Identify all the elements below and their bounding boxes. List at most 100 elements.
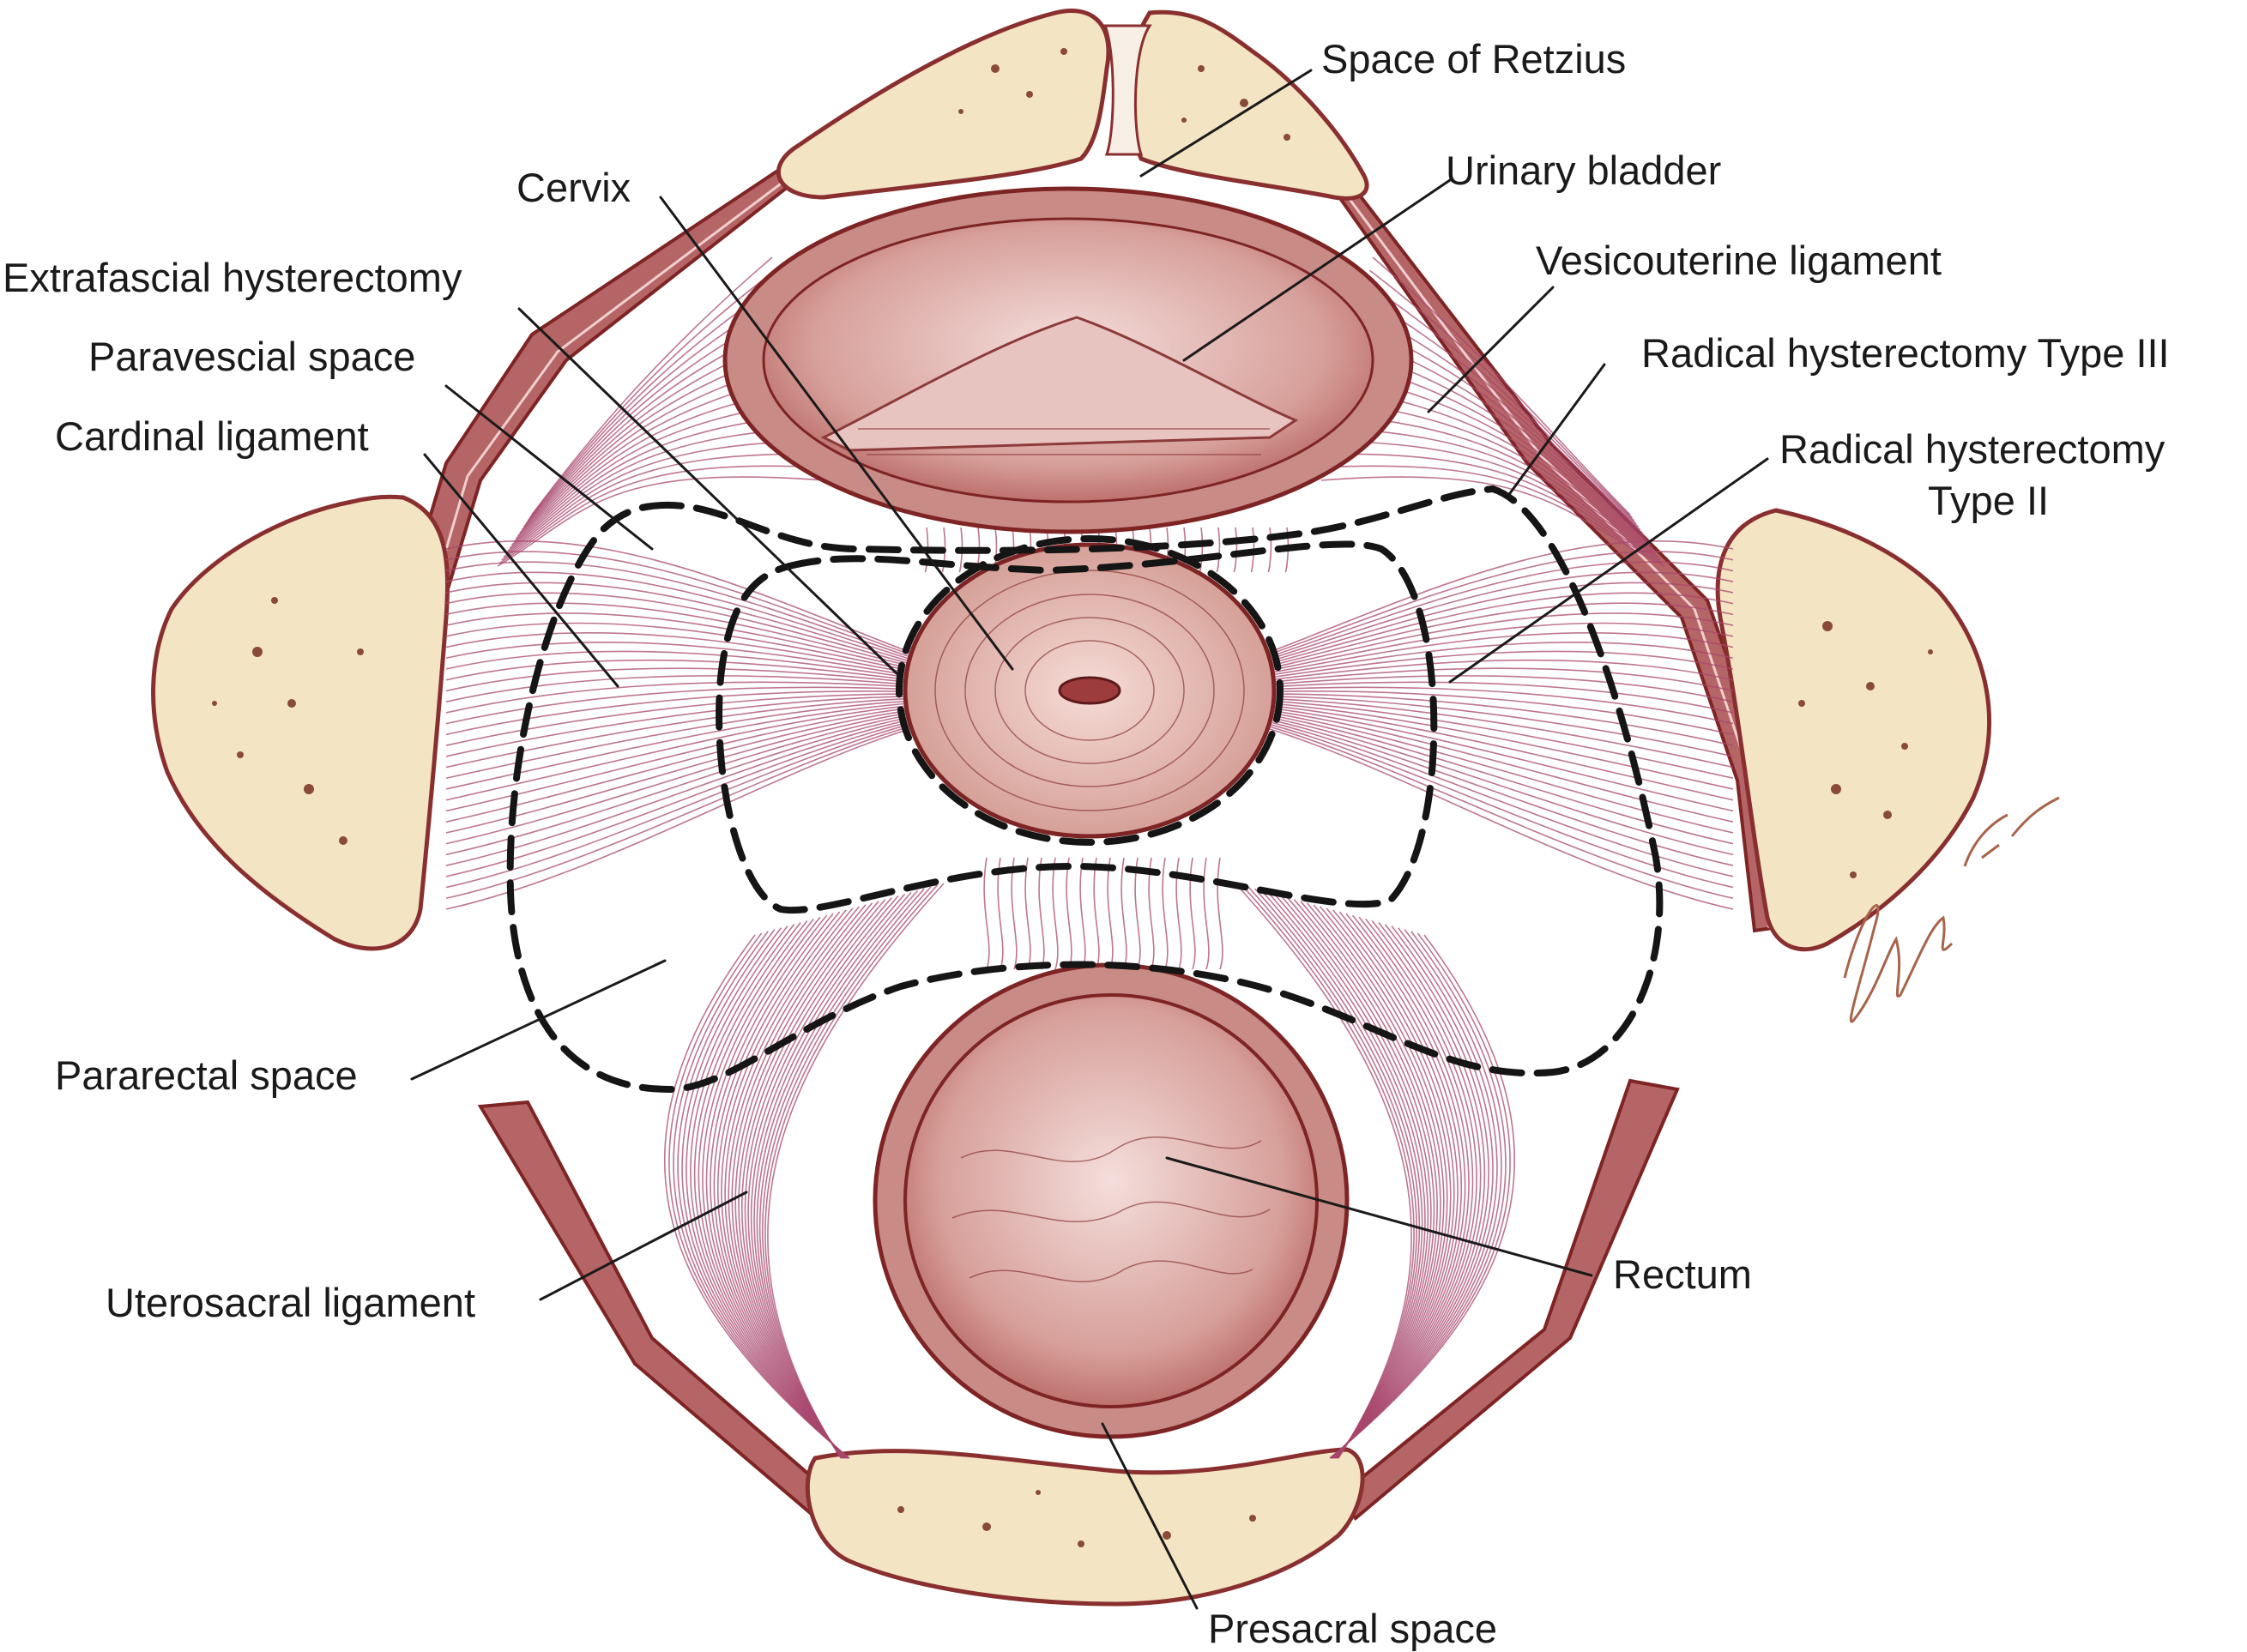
ligament-fiber	[445, 592, 910, 665]
ligament-fiber	[1269, 561, 1734, 658]
ligament-fiber	[1332, 919, 1482, 1459]
ligament-fiber	[1332, 914, 1470, 1459]
label-radical-type-ii-line2: Type II	[1928, 478, 2049, 523]
ligament-fiber	[1269, 612, 1734, 669]
ligament-fiber	[445, 696, 910, 757]
leader-space-of-retzius	[1139, 69, 1313, 178]
ligament-fiber	[445, 686, 910, 725]
ligament-fiber	[731, 904, 867, 1459]
ligament-fiber	[1269, 690, 1734, 736]
ligament-fiber	[1368, 269, 1633, 519]
ligament-fiber	[1269, 686, 1734, 725]
ligament-fiber	[501, 453, 818, 561]
ligament-fiber	[1306, 902, 1445, 1459]
ligament-fiber	[1269, 551, 1734, 655]
ligament-fiber	[1093, 857, 1100, 970]
ligament-fiber	[445, 704, 910, 801]
ligament-fiber	[1269, 622, 1734, 672]
extrafascial-boundary	[896, 535, 1284, 846]
label-rectum: Rectum	[1613, 1251, 1752, 1297]
ligament-fiber	[1269, 714, 1734, 845]
label-radical-type-ii-line1: Radical hysterectomy	[1779, 426, 2165, 472]
ligament-fiber	[1330, 440, 1659, 558]
ligament-fibers	[445, 256, 1734, 1459]
leader-extrafascial	[517, 307, 898, 675]
ligament-fiber	[673, 931, 849, 1459]
ligament-fiber	[509, 401, 806, 549]
leader-lines	[410, 69, 1769, 1610]
ligament-fiber	[445, 693, 910, 746]
ligament-fiber	[1330, 929, 1502, 1459]
ligament-fiber	[1287, 897, 1435, 1459]
ligament-fiber	[498, 465, 821, 564]
ligament-fiber	[705, 916, 848, 1459]
leader-rectum	[1165, 1156, 1593, 1277]
ligament-fiber	[1331, 922, 1486, 1459]
ligament-fiber	[445, 675, 910, 702]
ligament-fiber	[983, 857, 990, 970]
label-space-of-retzius: Space of Retzius	[1321, 36, 1626, 81]
ligament-fiber	[1331, 925, 1494, 1459]
ligament-fiber	[1330, 927, 1498, 1459]
ligament-fiber	[702, 918, 848, 1459]
ligament-fiber	[1269, 602, 1734, 667]
ligament-fiber	[529, 269, 776, 519]
ligament-fiber	[1363, 296, 1637, 525]
ligament-fiber	[764, 884, 939, 1459]
ligament-fiber	[531, 256, 773, 515]
rectum	[873, 962, 1350, 1439]
ligament-fiber	[677, 929, 849, 1459]
ligament-fiber	[1329, 934, 1515, 1459]
ligament-fiber	[1269, 704, 1734, 801]
label-radical-type-iii: Radical hysterectomy Type III	[1641, 330, 2170, 376]
ligament-fiber	[445, 641, 910, 677]
ligament-fiber	[1331, 924, 1489, 1459]
ligament-fiber	[1107, 857, 1114, 970]
label-vesicouterine-ligament: Vesicouterine ligament	[1536, 238, 1942, 283]
leader-type-ii	[1448, 457, 1769, 684]
ligament-fiber	[1269, 726, 1734, 900]
ligament-fiber	[686, 925, 849, 1459]
ligament-fiber	[1372, 256, 1631, 515]
ligament-fiber	[728, 906, 860, 1459]
ligament-fiber	[1357, 322, 1641, 531]
ligament-fiber	[1120, 857, 1127, 970]
ligament-fiber	[1269, 571, 1734, 660]
ligament-fiber	[445, 681, 910, 714]
ligament-fiber	[445, 659, 910, 681]
ligament-fiber	[1269, 696, 1734, 757]
ligament-fiber	[445, 697, 910, 769]
ligament-fiber	[721, 909, 847, 1459]
ligament-fiber	[445, 612, 910, 669]
ligament-fiber	[1336, 413, 1655, 552]
ligament-fiber	[1293, 899, 1438, 1459]
ligament-fiber	[710, 914, 847, 1459]
ligament-fiber	[1079, 857, 1086, 970]
label-uterosacral-ligament: Uterosacral ligament	[106, 1280, 475, 1325]
ligament-fiber	[713, 913, 847, 1459]
ligament-fiber	[1330, 931, 1507, 1459]
ligament-fiber	[1217, 857, 1223, 970]
ligament-fiber	[716, 911, 847, 1459]
ligament-fiber	[1269, 707, 1734, 812]
ligament-fiber	[1269, 693, 1734, 746]
ligament-fiber	[445, 702, 910, 790]
ligament-fiber	[1269, 700, 1734, 780]
ligament-fiber	[1269, 721, 1734, 877]
ligament-fiber	[690, 924, 849, 1459]
ligament-fiber	[664, 934, 850, 1459]
ligament-fiber	[1216, 527, 1221, 573]
ligament-fiber	[1332, 918, 1477, 1459]
ligament-fiber	[445, 622, 910, 672]
ligament-fiber	[750, 893, 906, 1459]
ligament-fiber	[1254, 888, 1421, 1459]
ligament-fiber	[1326, 907, 1455, 1459]
ligament-fiber	[762, 886, 932, 1459]
ligament-fiber	[744, 897, 892, 1459]
artist-signature	[1843, 796, 2060, 1023]
type-iii-boundary	[506, 485, 1664, 1094]
ligament-fiber	[1269, 631, 1734, 674]
ligament-fiber	[445, 700, 910, 780]
ligament-fiber	[497, 476, 825, 567]
resection-boundaries	[506, 485, 1664, 1094]
